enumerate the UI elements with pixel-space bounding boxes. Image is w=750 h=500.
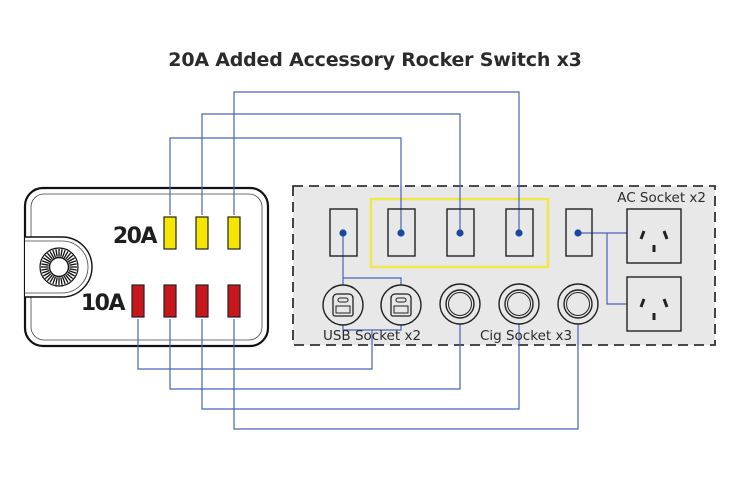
knob-serration [41, 263, 49, 266]
cig-socket-label: Cig Socket x3 [480, 328, 572, 344]
knob-serration [41, 269, 50, 274]
knob-serration [41, 260, 50, 265]
fuse-box: 20A 10A [23, 186, 270, 348]
knob-serration [52, 249, 57, 258]
rocker-switches [329, 208, 593, 257]
ac-socket-label: AC Socket x2 [617, 190, 706, 206]
diagram-title: 20A Added Accessory Rocker Switch x3 [168, 49, 582, 71]
usb-socket-1 [322, 284, 364, 326]
fuses-10a [131, 284, 241, 318]
wire-20a-2-to-switch-3 [201, 113, 461, 233]
knob-serration [49, 251, 55, 259]
knob-serration [63, 251, 69, 259]
knob-serration [69, 268, 77, 271]
cig-socket-2 [498, 283, 540, 325]
knob-serration [43, 271, 51, 277]
rocker-switch-4[interactable] [505, 208, 534, 257]
knob-serration [55, 249, 58, 257]
fuses-20a [163, 216, 241, 250]
rocker-switch-2[interactable] [387, 208, 416, 257]
usb-socket-label: USB Socket x2 [323, 328, 421, 344]
fuse-10a-2 [163, 284, 177, 318]
wire-10a-4-to-cig-3 [233, 319, 579, 430]
usb-socket-2 [380, 284, 422, 326]
knob-serration [44, 254, 52, 261]
rocker-switch-3[interactable] [446, 208, 475, 257]
wire-10a-2-to-cig-1 [169, 319, 461, 390]
fuse-20a-2 [195, 216, 209, 250]
knob-serration [52, 276, 57, 285]
label-10a: 10A [81, 291, 126, 316]
knob-serration [60, 249, 63, 257]
rocker-switch-5[interactable] [565, 208, 593, 257]
fuse-20a-3 [227, 216, 241, 250]
rocker-switch-1[interactable] [329, 208, 358, 257]
wire-20a-3-to-switch-4 [233, 91, 520, 233]
fuse-20a-1 [163, 216, 177, 250]
wire-10a-1-to-usb [137, 319, 373, 370]
knob-serration [55, 277, 58, 285]
knob-serration [46, 252, 53, 260]
label-20a: 20A [113, 224, 158, 249]
fuse-10a-1 [131, 284, 145, 318]
knob-serration [61, 276, 66, 285]
knob-serration [44, 273, 52, 280]
ac-socket-1 [626, 208, 682, 264]
fuse-10a-3 [195, 284, 209, 318]
knob-serration [68, 260, 77, 265]
knob-serration [66, 273, 74, 280]
knob-serration [49, 275, 55, 283]
knob-serration [43, 257, 51, 263]
knob-serration [66, 254, 74, 261]
fuse-10a-4 [227, 284, 241, 318]
knob-serration [67, 257, 75, 263]
knob-serration [69, 263, 77, 266]
cig-socket-1 [439, 283, 481, 325]
wire-10a-3-to-cig-2 [201, 319, 520, 410]
wire-usb-link [342, 324, 402, 331]
ac-socket-2 [626, 276, 682, 332]
knob-serration [67, 271, 75, 277]
knob-serration [46, 274, 53, 282]
knob-serration [41, 268, 49, 271]
knob-serration [65, 274, 72, 282]
knob-serration [63, 275, 69, 283]
cig-socket-3 [557, 283, 599, 325]
knob-serration [60, 277, 63, 285]
wire-20a-1-to-switch-2 [169, 137, 402, 233]
knob-serration [61, 249, 66, 258]
wire-switch-5-to-ac-2 [606, 233, 627, 305]
knob-icon [39, 247, 79, 287]
knob-serration [65, 252, 72, 260]
knob-serration [68, 269, 77, 274]
